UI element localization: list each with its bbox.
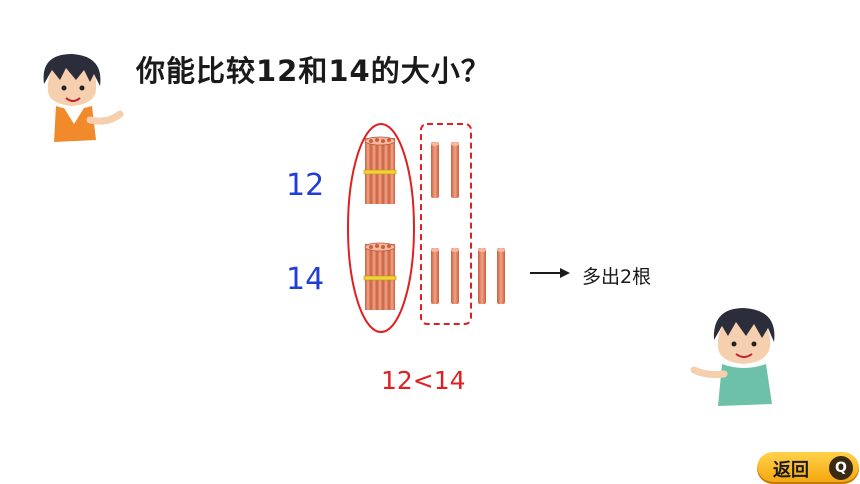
single-stick bbox=[451, 248, 459, 304]
single-stick bbox=[431, 142, 439, 198]
question-title: 你能比较12和14的大小？ bbox=[136, 54, 491, 88]
number-label-twelve: 12 bbox=[286, 168, 325, 203]
boy-avatar-right bbox=[690, 308, 775, 406]
number-label-fourteen: 14 bbox=[286, 262, 325, 297]
single-stick bbox=[451, 142, 459, 198]
back-button-label: 返回 bbox=[773, 460, 809, 481]
back-button[interactable]: 返回 Q bbox=[757, 452, 859, 484]
tens-highlight-oval bbox=[347, 123, 415, 333]
bundle-of-ten bbox=[363, 136, 397, 205]
boy-avatar-left bbox=[43, 54, 124, 142]
single-stick bbox=[497, 248, 505, 304]
difference-annotation: 多出2根 bbox=[582, 266, 652, 288]
ones-dashed-box bbox=[420, 123, 472, 325]
single-stick bbox=[478, 248, 486, 304]
single-stick bbox=[431, 248, 439, 304]
comparison-result: 12<14 bbox=[381, 366, 466, 395]
bundle-of-ten bbox=[363, 242, 397, 311]
arrow-right-icon bbox=[530, 268, 570, 278]
search-icon: Q bbox=[829, 456, 853, 480]
